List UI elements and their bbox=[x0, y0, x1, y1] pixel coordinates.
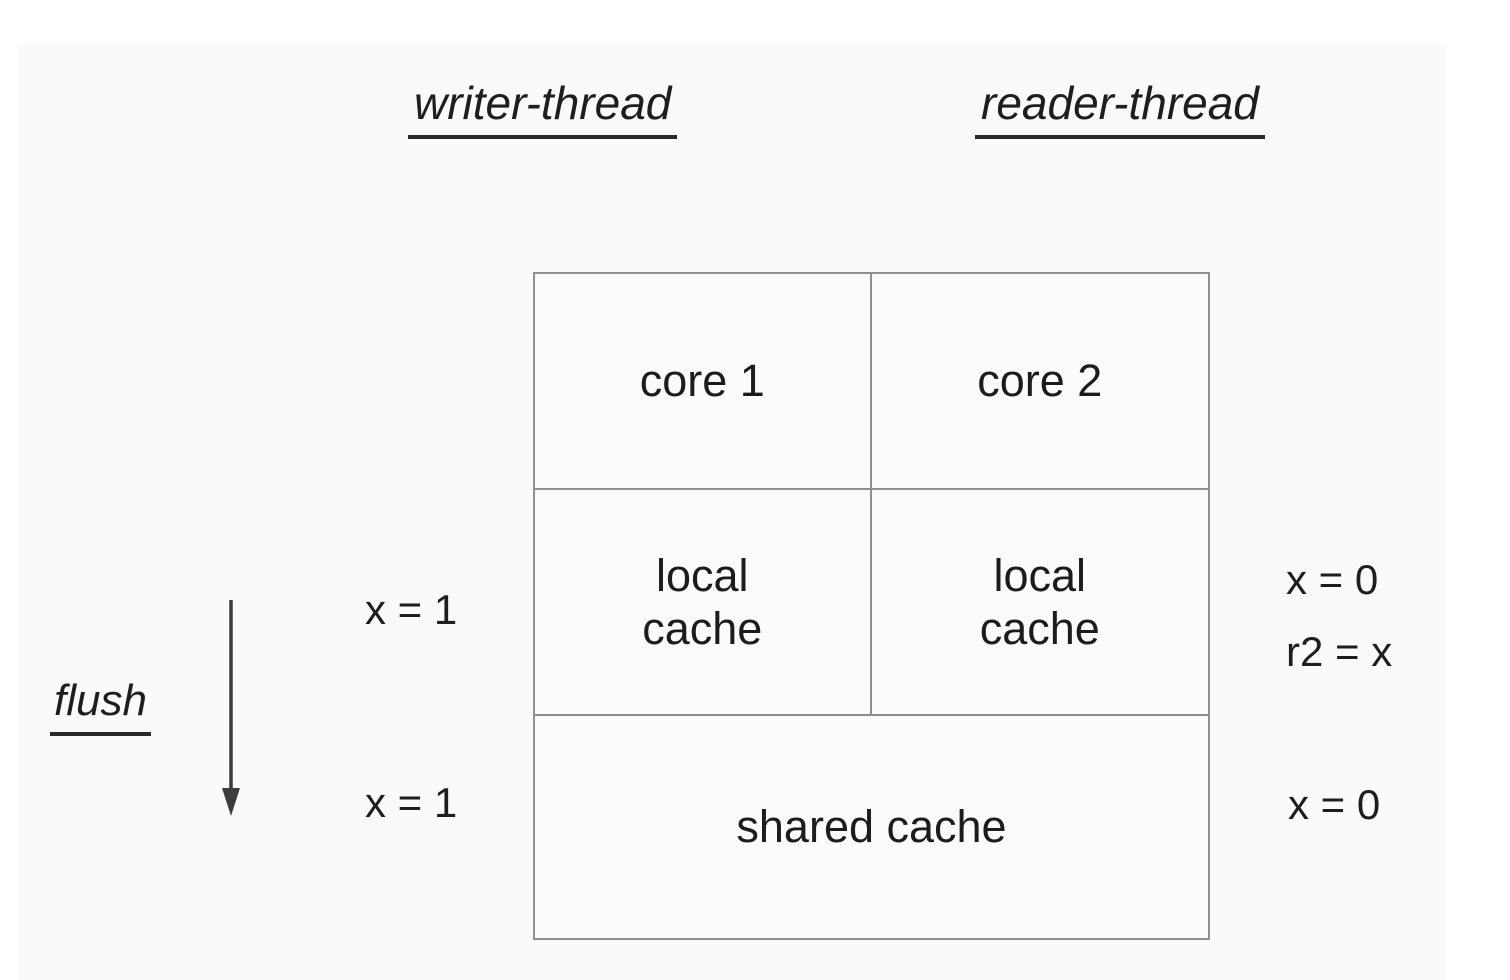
reader-shared-value-label: x = 0 bbox=[1288, 781, 1381, 828]
cpu-cache-table: core 1 core 2 local cache local cache sh… bbox=[533, 272, 1210, 940]
writer-local-value-label: x = 1 bbox=[365, 586, 458, 633]
shared-cache-label: shared cache bbox=[736, 801, 1007, 853]
flush-label: flush bbox=[50, 676, 151, 736]
core-2-label: core 2 bbox=[977, 355, 1103, 407]
writer-thread-label: writer-thread bbox=[408, 76, 678, 139]
cell-core-1: core 1 bbox=[535, 274, 872, 490]
writer-shared-value-label: x = 1 bbox=[365, 779, 458, 826]
reader-thread-label: reader-thread bbox=[975, 76, 1265, 139]
cell-core-2: core 2 bbox=[871, 274, 1208, 490]
cell-shared-cache: shared cache bbox=[535, 716, 1208, 938]
reader-local-value-label: x = 0 bbox=[1286, 556, 1379, 603]
cell-local-cache-writer: local cache bbox=[535, 490, 872, 716]
local-cache-writer-label: local cache bbox=[642, 549, 763, 654]
local-cache-reader-label: local cache bbox=[979, 549, 1100, 654]
reader-read-statement-label: r2 = x bbox=[1286, 628, 1393, 675]
cell-local-cache-reader: local cache bbox=[871, 490, 1208, 716]
core-1-label: core 1 bbox=[639, 355, 765, 407]
flush-down-arrow-icon bbox=[222, 600, 240, 816]
